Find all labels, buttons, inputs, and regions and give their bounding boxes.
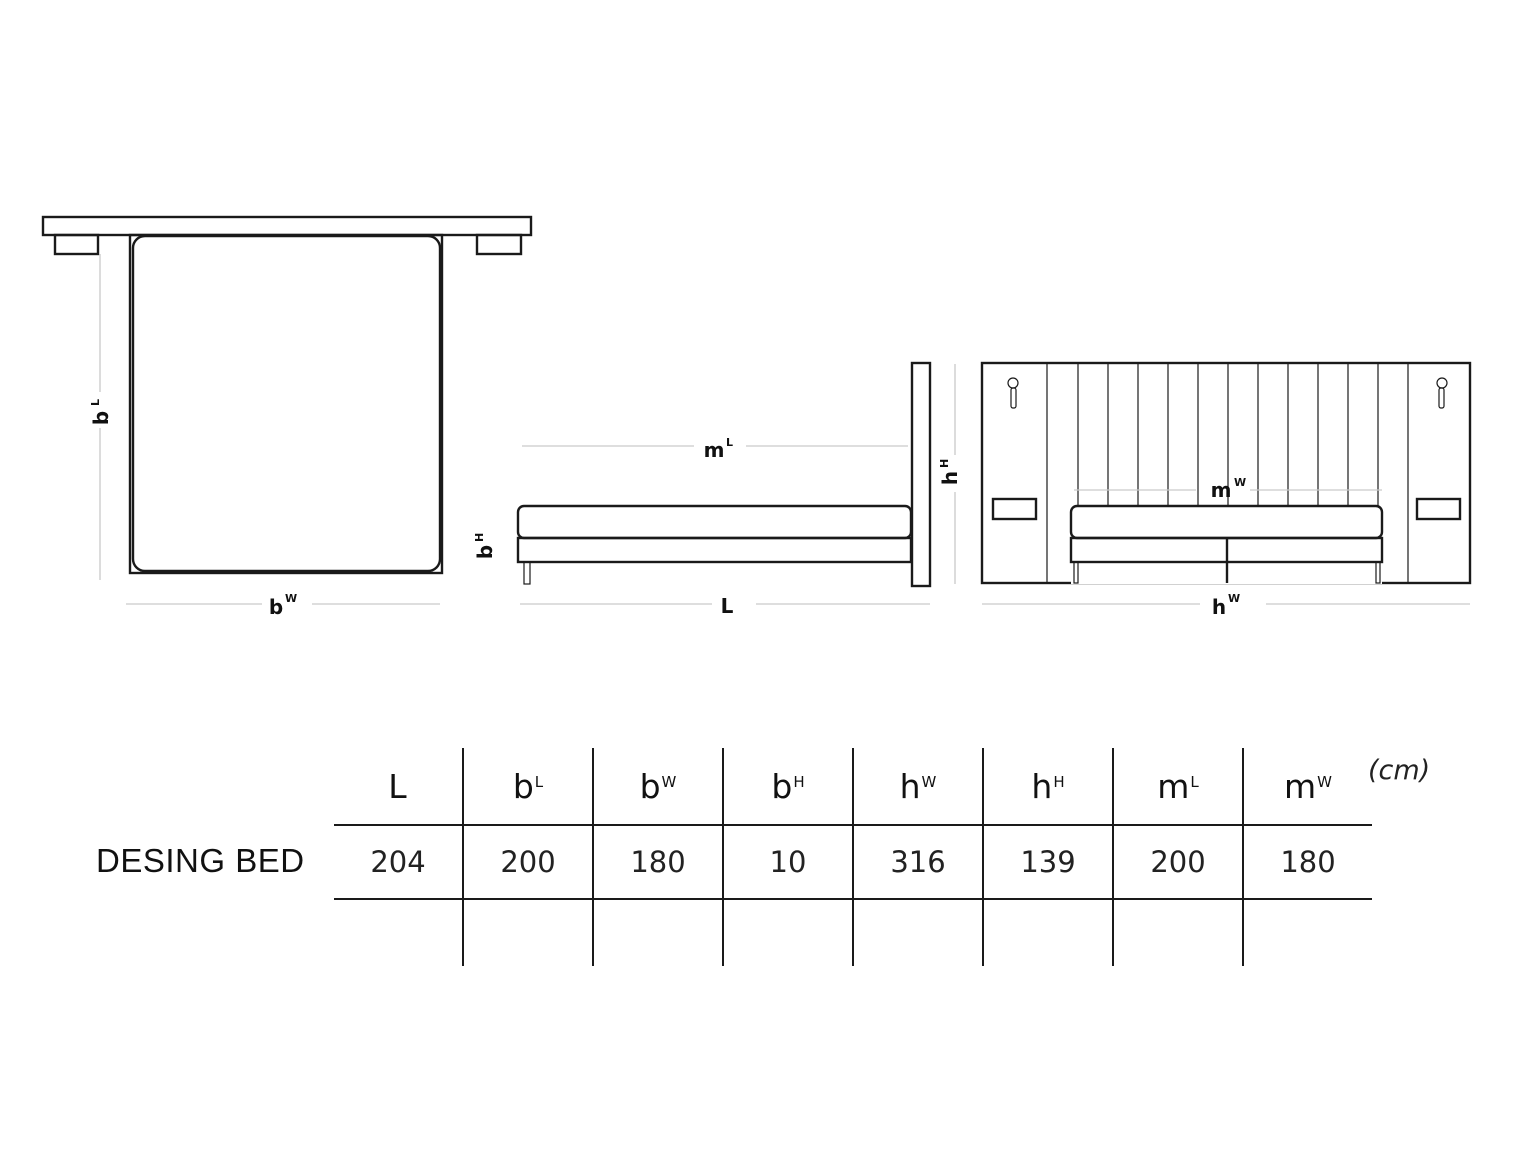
svg-text:L: L: [726, 436, 733, 449]
shelf-left-front: [991, 497, 1038, 521]
header-sup: W: [661, 772, 677, 791]
value-cell: 316: [852, 824, 983, 900]
table-row: 204 200 180 10 316 139 200 180: [334, 824, 1372, 900]
header-cell: mL: [1112, 748, 1243, 825]
header-sup: L: [1190, 772, 1199, 791]
bed-base-side: [516, 536, 913, 564]
wall-lamp-left-icon: [1007, 377, 1019, 409]
bed-leg-front-left: [1073, 561, 1079, 584]
empty-cell: [334, 899, 463, 966]
value-cell: 200: [1112, 824, 1243, 900]
svg-text:b: b: [269, 595, 283, 619]
svg-text:b: b: [473, 545, 497, 559]
header-text: h: [899, 766, 921, 806]
dimensions-table: L bL bW bH hW hH mL mW 204 200 180 10 31…: [334, 748, 1372, 966]
header-cell: hW: [852, 748, 983, 825]
svg-text:H: H: [473, 533, 486, 542]
header-cell: bH: [722, 748, 853, 825]
empty-cell: [462, 899, 593, 966]
svg-text:m: m: [1211, 478, 1232, 502]
svg-text:W: W: [285, 592, 297, 605]
headboard-side: [910, 361, 932, 588]
header-sup: W: [921, 772, 937, 791]
value-cell: 180: [592, 824, 723, 900]
headboard-top: [41, 215, 533, 237]
table-row-empty: [334, 899, 1372, 966]
header-cell: hH: [982, 748, 1113, 825]
svg-text:h: h: [1212, 595, 1226, 619]
svg-text:m: m: [704, 438, 725, 462]
label-b-height: b H: [473, 533, 497, 559]
header-sup: H: [793, 772, 805, 791]
label-h-height: h H: [938, 459, 962, 485]
empty-cell: [852, 899, 983, 966]
value-cell: 10: [722, 824, 853, 900]
table-header-row: L bL bW bH hW hH mL mW: [334, 748, 1372, 825]
header-cell: mW: [1242, 748, 1372, 825]
table-row-label: DESING BED: [96, 842, 305, 879]
label-h-width: h W: [1212, 592, 1240, 619]
header-cell: bL: [462, 748, 593, 825]
header-sup: W: [1317, 772, 1332, 791]
bed-frame-top: [128, 233, 444, 575]
header-cell: bW: [592, 748, 723, 825]
empty-cell: [1112, 899, 1243, 966]
side-view: m L L b H h H: [473, 361, 962, 618]
wall-lamp-right-icon: [1436, 377, 1448, 409]
header-text: h: [1031, 766, 1053, 806]
header-text: b: [512, 766, 534, 806]
empty-cell: [1242, 899, 1372, 966]
label-m-length: m L: [704, 436, 733, 462]
shelf-right-front: [1415, 497, 1462, 521]
label-length: L: [721, 594, 734, 618]
value-cell: 139: [982, 824, 1113, 900]
empty-cell: [722, 899, 853, 966]
label-b-width: b W: [269, 592, 297, 619]
empty-cell: [982, 899, 1113, 966]
label-b-length: b L: [89, 399, 113, 425]
value-cell: 204: [334, 824, 463, 900]
header-sup: L: [534, 772, 544, 791]
mattress-top: [131, 234, 442, 573]
header-sup: H: [1053, 772, 1065, 791]
svg-text:b: b: [89, 411, 113, 425]
unit-label: (cm): [1368, 755, 1431, 786]
header-text: m: [1157, 766, 1190, 806]
svg-text:h: h: [938, 471, 962, 485]
svg-text:W: W: [1234, 476, 1246, 489]
value-cell: 200: [462, 824, 593, 900]
mattress-side: [516, 504, 913, 540]
label-m-width: m W: [1211, 476, 1247, 502]
bed-leg-front-right: [1375, 561, 1381, 584]
header-text: b: [771, 766, 793, 806]
header-text: b: [639, 766, 661, 806]
header-text: L: [388, 766, 407, 806]
bed-technical-drawing: b L b W m L L b H: [41, 215, 1472, 619]
bed-leg-side: [523, 561, 531, 585]
header-text: m: [1284, 766, 1317, 806]
header-cell: L: [334, 748, 463, 825]
value-cell: 180: [1242, 824, 1372, 900]
front-view: m W h W: [980, 361, 1472, 619]
empty-cell: [592, 899, 723, 966]
nightstand-left-top: [53, 233, 100, 256]
svg-text:L: L: [89, 399, 102, 406]
top-view: b L b W: [41, 215, 533, 619]
svg-text:H: H: [938, 459, 951, 468]
svg-text:W: W: [1228, 592, 1240, 605]
nightstand-right-top: [475, 233, 523, 256]
